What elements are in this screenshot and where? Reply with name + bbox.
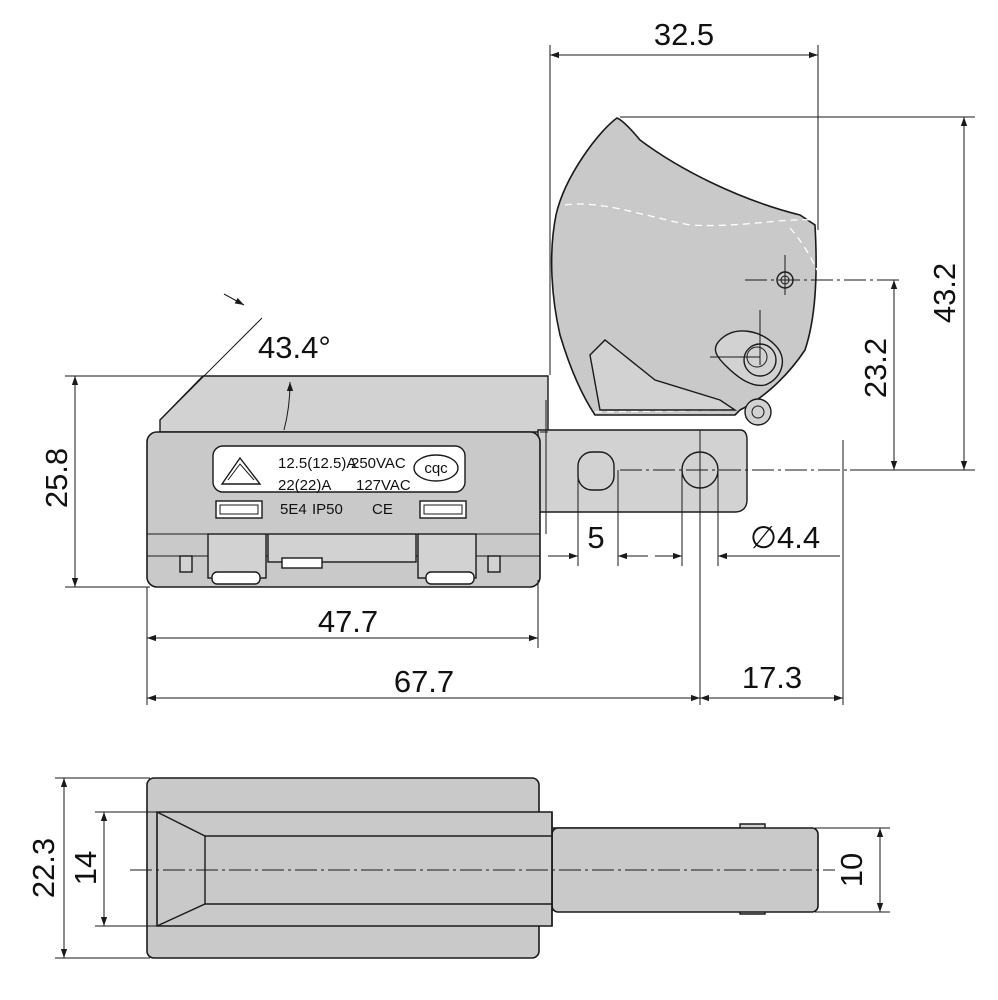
pivot-circle-small (744, 398, 772, 426)
rating-label-text: 12.5(12.5)A 250VAC 22(22)A 127VAC 5E4 IP… (278, 455, 448, 518)
stem-block (537, 429, 748, 513)
label-code: 5E4 (280, 501, 307, 518)
dim-bottom-height: 22.3 (26, 838, 61, 898)
bottom-dimension-lines (55, 777, 890, 959)
dim-body-length: 47.7 (318, 604, 378, 639)
label-voltage-2: 127VAC (356, 477, 411, 494)
dim-trigger-offset: 17.3 (742, 660, 802, 695)
label-voltage-1: 250VAC (351, 455, 406, 472)
slot-hole (577, 451, 615, 491)
housing-top (159, 375, 549, 433)
dimension-lines (65, 45, 975, 705)
label-rating-1: 12.5(12.5)A (278, 455, 356, 472)
cqc-mark: cqc (424, 460, 448, 477)
dim-trigger-width: 10 (834, 853, 869, 887)
dim-pivot-height: 23.2 (858, 338, 893, 398)
dimension-labels: 32.5 43.2 23.2 43.4° 25.8 5 ∅4.4 47.7 67… (26, 17, 962, 898)
dim-hole-spacing: 5 (587, 520, 604, 555)
cqc-badge (413, 454, 459, 482)
trigger-link (589, 339, 738, 411)
bottom-view (130, 777, 835, 959)
dim-overall-length: 67.7 (394, 664, 454, 699)
ce-mark: CE (372, 501, 393, 518)
dim-total-height: 43.2 (927, 263, 962, 323)
triangle-logo (220, 456, 262, 485)
label-rating-2: 22(22)A (278, 477, 331, 494)
rating-label-plate (212, 445, 466, 493)
dim-inner-height: 14 (68, 851, 103, 885)
dim-body-height: 25.8 (39, 448, 74, 508)
trigger-hidden-line (564, 203, 816, 227)
bottom-recess (156, 811, 553, 927)
dim-top-width: 32.5 (654, 17, 714, 52)
label-ip: IP50 (312, 501, 343, 518)
trigger-hidden-line-2 (779, 227, 839, 440)
terminals (179, 533, 501, 585)
terminal-window-left (215, 500, 263, 519)
dim-hole-diameter: ∅4.4 (750, 520, 820, 555)
terminal-window-right (419, 500, 467, 519)
dim-angle: 43.4° (258, 330, 331, 365)
